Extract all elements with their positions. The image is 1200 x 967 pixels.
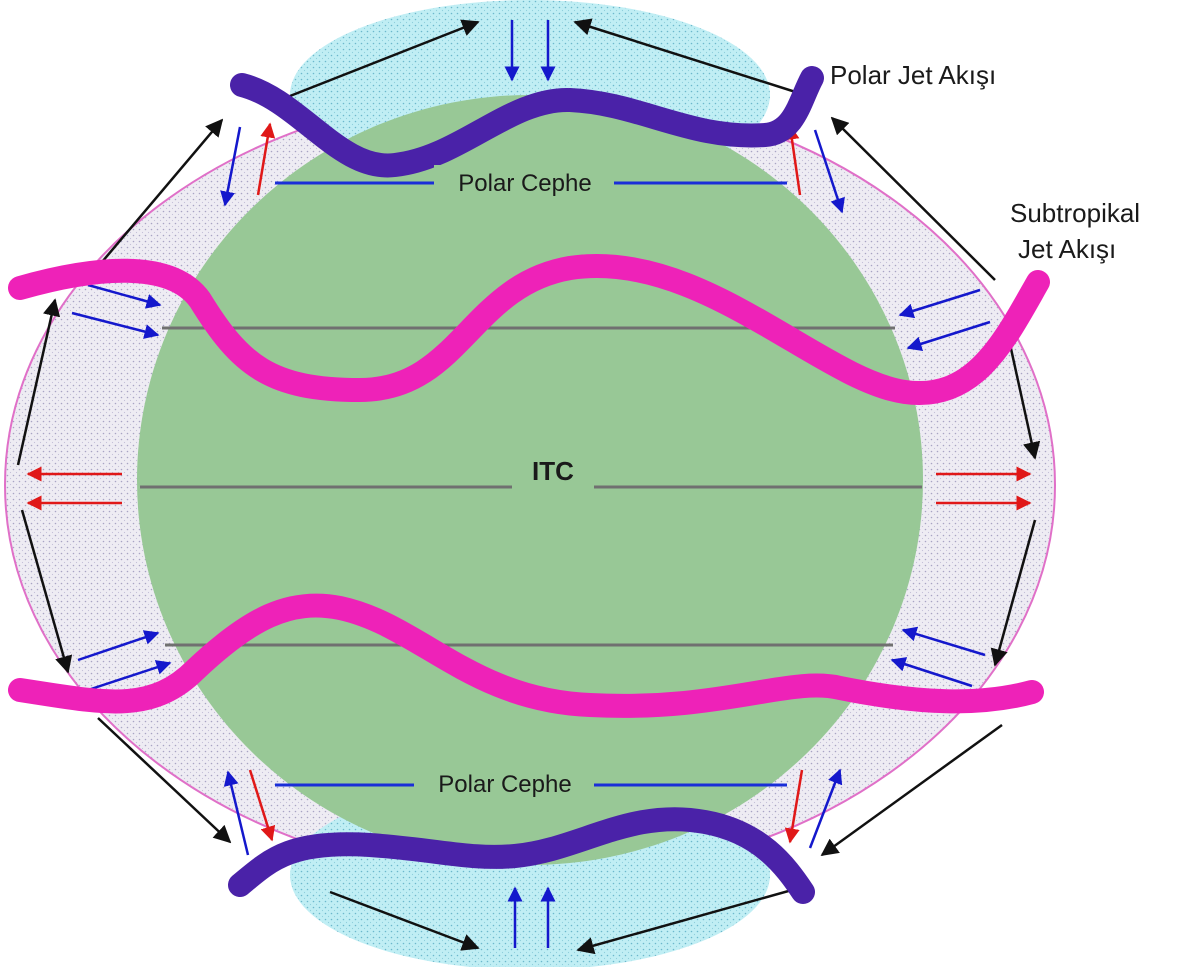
polar-jet-label: Polar Jet Akışı [830, 60, 996, 90]
warm-air-arrow [784, 769, 804, 844]
subtropical-jet-north [8, 254, 1050, 406]
cold-air-arrow [898, 288, 981, 319]
itc-label-bg [512, 452, 594, 490]
cold-air-arrow [87, 283, 162, 309]
cold-air-arrow [901, 626, 986, 657]
warm-air-arrow [784, 124, 802, 196]
polar-front-label-bg-south [414, 767, 594, 801]
circulation-arrow [820, 723, 1003, 857]
circulation-arrow [576, 888, 793, 955]
warm-air-arrows [26, 122, 1032, 844]
cold-air-arrow [71, 311, 160, 339]
cold-air-arrow [220, 126, 242, 207]
cold-air-arrow [87, 660, 172, 692]
polar-front-label-bg-north [434, 165, 614, 199]
circulation-arrow [20, 509, 73, 674]
circulation-arrow [573, 18, 806, 97]
polar-jet-south [228, 807, 815, 904]
cold-air-arrows [71, 20, 991, 948]
itc-label: ITC [532, 456, 574, 486]
subtropical-jet-label-line1: Subtropikal [1010, 198, 1140, 228]
cold-air-arrow [813, 129, 845, 214]
cold-air-arrow [890, 657, 973, 688]
cold-air-arrow [77, 630, 160, 662]
polar-jet-north [230, 66, 824, 178]
circulation-arrows [16, 18, 1041, 955]
warm-air-arrow [248, 769, 276, 842]
circulation-arrow [101, 118, 224, 263]
circulation-arrow [990, 519, 1037, 667]
polar-front-label-south: Polar Cephe [438, 771, 571, 798]
warm-air-arrow [256, 122, 276, 196]
cold-air-arrow [223, 770, 250, 856]
circulation-arrow [329, 890, 480, 951]
circulation-arrow [830, 116, 996, 281]
circulation-arrow [1006, 334, 1041, 460]
circulation-arrow [289, 19, 480, 98]
subtropical-jet-label-line2: Jet Akışı [1018, 234, 1116, 264]
cold-air-arrow [808, 768, 843, 849]
circulation-arrow [16, 298, 61, 466]
subtropical-jet-south [8, 593, 1044, 718]
cold-air-arrow [906, 320, 991, 352]
circulation-arrow [97, 717, 232, 844]
polar-front-label-north: Polar Cephe [458, 170, 591, 197]
